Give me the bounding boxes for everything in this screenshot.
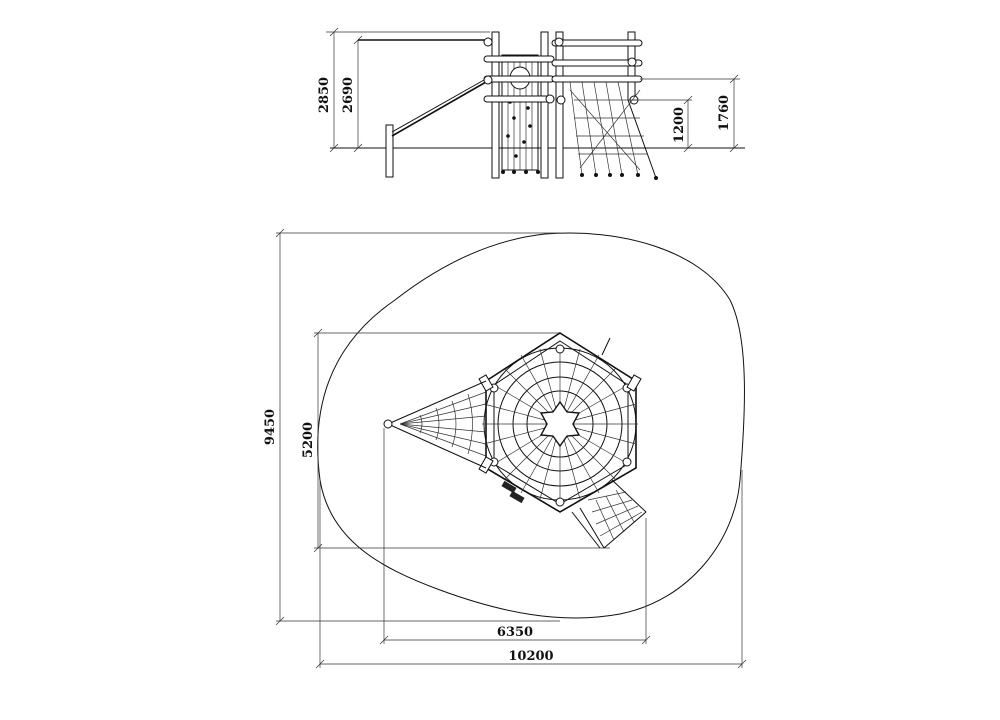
- net-anchor-post: [383, 419, 393, 429]
- hexagon-net-platform: [478, 332, 642, 513]
- climbing-wall-tower: [483, 31, 555, 179]
- dim-label-10200: 10200: [508, 649, 553, 664]
- dimension-net-height: 1760: [640, 74, 740, 153]
- side-elevation-view: 2850 2690: [317, 27, 745, 180]
- dim-label-5200: 5200: [301, 422, 316, 458]
- dimension-safety-depth: 9450: [263, 228, 560, 626]
- triangular-climbing-net: [383, 380, 487, 469]
- dimension-frame-height: 2690: [341, 35, 363, 153]
- zipline-frame: [358, 39, 488, 178]
- bolt-icon: [483, 75, 493, 85]
- dimension-structure-width: 6350: [379, 428, 651, 645]
- dimension-platform-height: 1200: [632, 95, 693, 153]
- bolt-icon: [483, 37, 493, 47]
- dim-label-1200: 1200: [672, 107, 687, 143]
- anchor-post: [385, 124, 394, 178]
- corner-post: [622, 457, 632, 467]
- plan-view: 9450 5200: [263, 228, 747, 669]
- bolt-icon: [545, 94, 555, 104]
- dim-label-2690: 2690: [341, 77, 356, 113]
- dim-label-6350: 6350: [497, 625, 533, 640]
- corner-post: [555, 344, 565, 354]
- center-hub: [539, 400, 581, 448]
- tower-post-right: [540, 31, 549, 179]
- dim-label-1760: 1760: [717, 95, 732, 131]
- safety-zone-outline: [317, 232, 745, 619]
- corner-post: [555, 497, 565, 507]
- ladder-net: [571, 479, 647, 549]
- dimension-total-height: 2850: [317, 27, 490, 153]
- dim-label-9450: 9450: [263, 409, 278, 445]
- dimension-structure-depth: 5200: [301, 328, 610, 553]
- net-post-left: [555, 31, 564, 179]
- net-tower: [551, 31, 658, 180]
- dimension-safety-width: 10200: [315, 470, 747, 669]
- dim-label-2850: 2850: [317, 77, 332, 113]
- tower-post-left: [491, 31, 500, 179]
